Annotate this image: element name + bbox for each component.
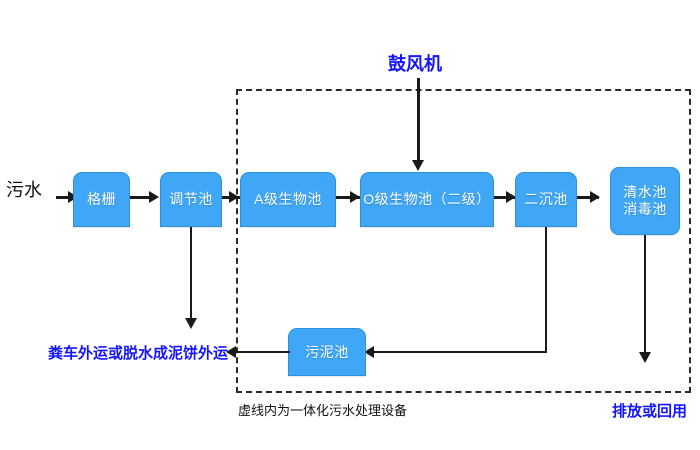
- node-sludge-tank-label: 污泥池: [305, 343, 349, 360]
- regulating-sludge-drain-arrowhead: [185, 318, 197, 329]
- edge-ostage-to-secondary-arrowhead: [506, 191, 516, 203]
- regulating-sludge-drain-line: [190, 227, 192, 324]
- node-bar-screen-label: 格栅: [87, 191, 116, 208]
- blower-feed-arrowhead: [412, 160, 424, 171]
- influent-label: 污水: [6, 180, 42, 200]
- sludge-return-arrowhead: [364, 346, 374, 358]
- node-clearwater-label: 清水池: [623, 184, 667, 201]
- sludge-disposal-label: 粪车外运或脱水成泥饼外运: [48, 345, 229, 362]
- edge-screen-to-regulating: [130, 196, 151, 199]
- blower-label: 鼓风机: [388, 54, 442, 74]
- node-secondary-clarifier-label: 二沉池: [524, 191, 568, 208]
- node-a-stage-bioreactor-label: A级生物池: [254, 191, 322, 208]
- influent-connector: [56, 196, 70, 199]
- edge-ostage-to-secondary: [494, 196, 516, 199]
- node-regulating-tank[interactable]: 调节池: [160, 172, 222, 227]
- node-disinfection-label: 消毒池: [623, 201, 667, 217]
- node-o-stage-bioreactor[interactable]: O级生物池（二级）: [360, 172, 494, 227]
- sludge-return-vertical: [545, 227, 547, 353]
- edge-secondary-to-clearwater: [577, 196, 599, 199]
- node-sludge-tank[interactable]: 污泥池: [288, 328, 366, 376]
- edge-secondary-to-clearwater-arrowhead: [590, 191, 600, 203]
- sludge-disposal-line: [232, 351, 290, 353]
- effluent-reuse-label: 排放或回用: [612, 403, 688, 420]
- blower-feed-line: [417, 78, 420, 164]
- node-a-stage-bioreactor[interactable]: A级生物池: [240, 172, 336, 227]
- node-clearwater-disinfection-tank[interactable]: 清水池 消毒池: [610, 167, 680, 235]
- effluent-line: [644, 235, 646, 357]
- edge-astage-to-ostage-arrowhead: [350, 191, 360, 203]
- integrated-equipment-boundary: [236, 89, 691, 393]
- node-bar-screen[interactable]: 格栅: [73, 172, 130, 227]
- node-o-stage-bioreactor-label: O级生物池（二级）: [363, 191, 491, 208]
- edge-regulating-to-astage-arrowhead: [229, 191, 239, 203]
- sludge-disposal-arrowhead: [226, 346, 236, 358]
- sludge-return-horizontal: [370, 351, 547, 353]
- edge-astage-to-ostage: [336, 196, 360, 199]
- edge-screen-to-regulating-arrowhead: [149, 191, 159, 203]
- enclosure-caption: 虚线内为一体化污水处理设备: [238, 403, 408, 418]
- node-secondary-clarifier[interactable]: 二沉池: [515, 172, 577, 227]
- effluent-arrowhead: [639, 352, 651, 363]
- node-regulating-tank-label: 调节池: [169, 191, 213, 208]
